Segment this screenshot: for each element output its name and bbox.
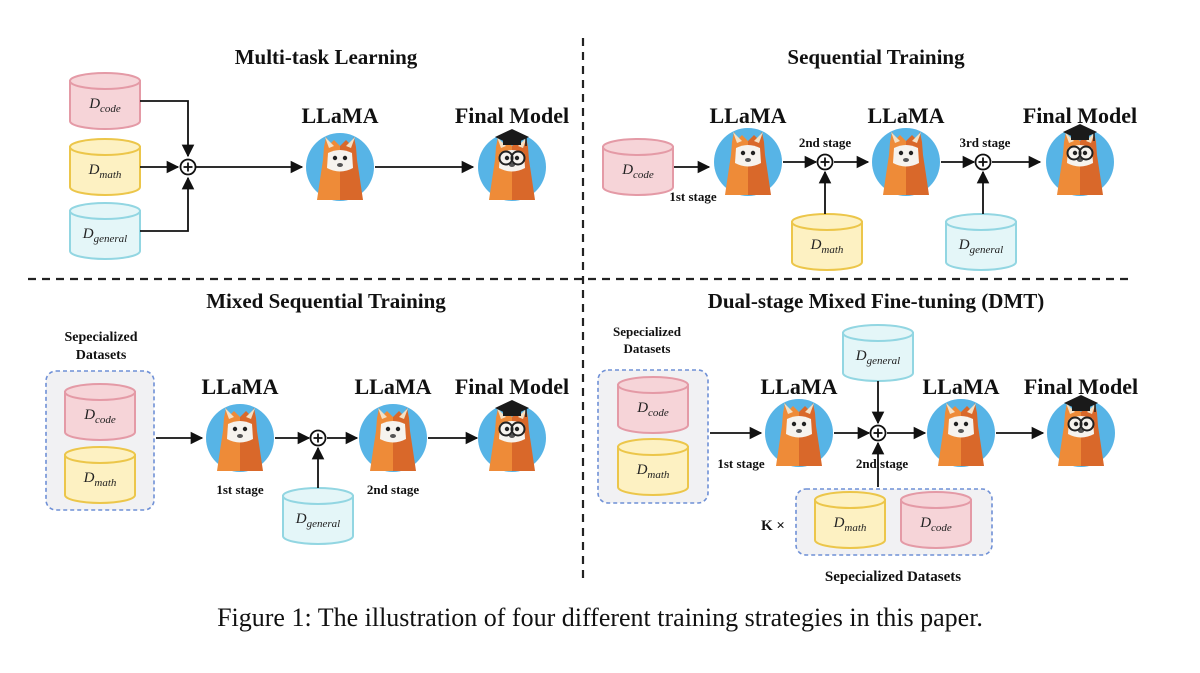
svg-text:Dgeneral: Dgeneral xyxy=(855,348,900,367)
stage-label: 1st stage xyxy=(717,456,765,471)
svg-text:Dmath: Dmath xyxy=(88,162,122,181)
dataset-general: Dgeneral xyxy=(69,202,141,260)
panel-title: Sequential Training xyxy=(787,45,965,69)
group-label: Datasets xyxy=(624,341,671,356)
final-model-label: Final Model xyxy=(1024,374,1138,399)
final-model-icon xyxy=(478,129,546,201)
dataset-math: Dmath xyxy=(64,446,136,504)
svg-text:Dcode: Dcode xyxy=(88,96,121,115)
model-label: LLaMA xyxy=(761,374,838,399)
dataset-general: Dgeneral xyxy=(945,213,1017,271)
dataset-code: Dcode xyxy=(602,138,674,196)
dataset-math: Dmath xyxy=(791,213,863,271)
dataset-general: Dgeneral xyxy=(282,487,354,545)
final-model-icon xyxy=(478,400,546,472)
final-model-icon xyxy=(1046,124,1114,196)
svg-text:Dmath: Dmath xyxy=(810,237,844,256)
dataset-code: Dcode xyxy=(69,72,141,130)
svg-text:Dmath: Dmath xyxy=(833,515,867,534)
final-model-label: Final Model xyxy=(1023,103,1137,128)
dataset-general: Dgeneral xyxy=(842,324,914,382)
svg-text:Dcode: Dcode xyxy=(621,162,654,181)
panel-mixed-sequential-training: Mixed Sequential Training Sepecialized D… xyxy=(45,289,569,545)
panel-multi-task-learning: Multi-task Learning Dcode Dmath Dgeneral… xyxy=(69,45,569,260)
panel-sequential-training: Sequential Training Dcode 1st stage LLaM… xyxy=(602,45,1137,271)
dataset-math: Dmath xyxy=(617,438,689,496)
merge-plus-icon xyxy=(869,424,887,442)
merge-plus-icon xyxy=(816,153,834,171)
llama-icon xyxy=(927,399,995,467)
dataset-code: Dcode xyxy=(900,491,972,549)
llama-icon xyxy=(872,128,940,196)
group-label: Datasets xyxy=(76,348,127,363)
merge-plus-icon xyxy=(974,153,992,171)
svg-text:Dcode: Dcode xyxy=(83,407,116,426)
model-label: LLaMA xyxy=(355,374,432,399)
dataset-code: Dcode xyxy=(617,376,689,434)
svg-text:Dcode: Dcode xyxy=(636,400,669,419)
final-model-label: Final Model xyxy=(455,103,569,128)
group-label: Sepecialized Datasets xyxy=(825,569,961,585)
stage-label: 1st stage xyxy=(669,189,717,204)
stage-label: 1st stage xyxy=(216,482,264,497)
llama-icon xyxy=(306,133,374,201)
svg-text:Dmath: Dmath xyxy=(83,470,117,489)
model-label: LLaMA xyxy=(868,103,945,128)
k-times-label: K × xyxy=(761,518,785,534)
stage-label: 2nd stage xyxy=(856,456,909,471)
final-model-icon xyxy=(1047,395,1115,467)
group-label: Sepecialized xyxy=(613,324,682,339)
panel-title: Multi-task Learning xyxy=(235,45,418,69)
merge-plus-icon xyxy=(179,158,197,176)
merge-plus-icon xyxy=(309,429,327,447)
dataset-math: Dmath xyxy=(69,138,141,196)
llama-icon xyxy=(359,404,427,472)
model-label: LLaMA xyxy=(202,374,279,399)
panel-title: Mixed Sequential Training xyxy=(206,289,446,313)
group-label: Sepecialized xyxy=(64,330,137,345)
llama-icon xyxy=(714,128,782,196)
stage-label: 3rd stage xyxy=(960,135,1011,150)
final-model-label: Final Model xyxy=(455,374,569,399)
model-label: LLaMA xyxy=(710,103,787,128)
panel-title: Dual-stage Mixed Fine-tuning (DMT) xyxy=(708,289,1045,313)
stage-label: 2nd stage xyxy=(799,135,852,150)
llama-icon xyxy=(206,404,274,472)
svg-text:Dgeneral: Dgeneral xyxy=(958,237,1003,256)
svg-text:Dmath: Dmath xyxy=(636,462,670,481)
model-label: LLaMA xyxy=(923,374,1000,399)
figure-caption: Figure 1: The illustration of four diffe… xyxy=(217,603,983,632)
stage-label: 2nd stage xyxy=(367,482,420,497)
model-label: LLaMA xyxy=(302,103,379,128)
llama-icon xyxy=(765,399,833,467)
panel-dmt: Dual-stage Mixed Fine-tuning (DMT) Sepec… xyxy=(597,289,1138,585)
svg-text:Dcode: Dcode xyxy=(919,515,952,534)
dataset-math: Dmath xyxy=(814,491,886,549)
svg-text:Dgeneral: Dgeneral xyxy=(82,226,127,245)
dataset-code: Dcode xyxy=(64,383,136,441)
svg-text:Dgeneral: Dgeneral xyxy=(295,511,340,530)
